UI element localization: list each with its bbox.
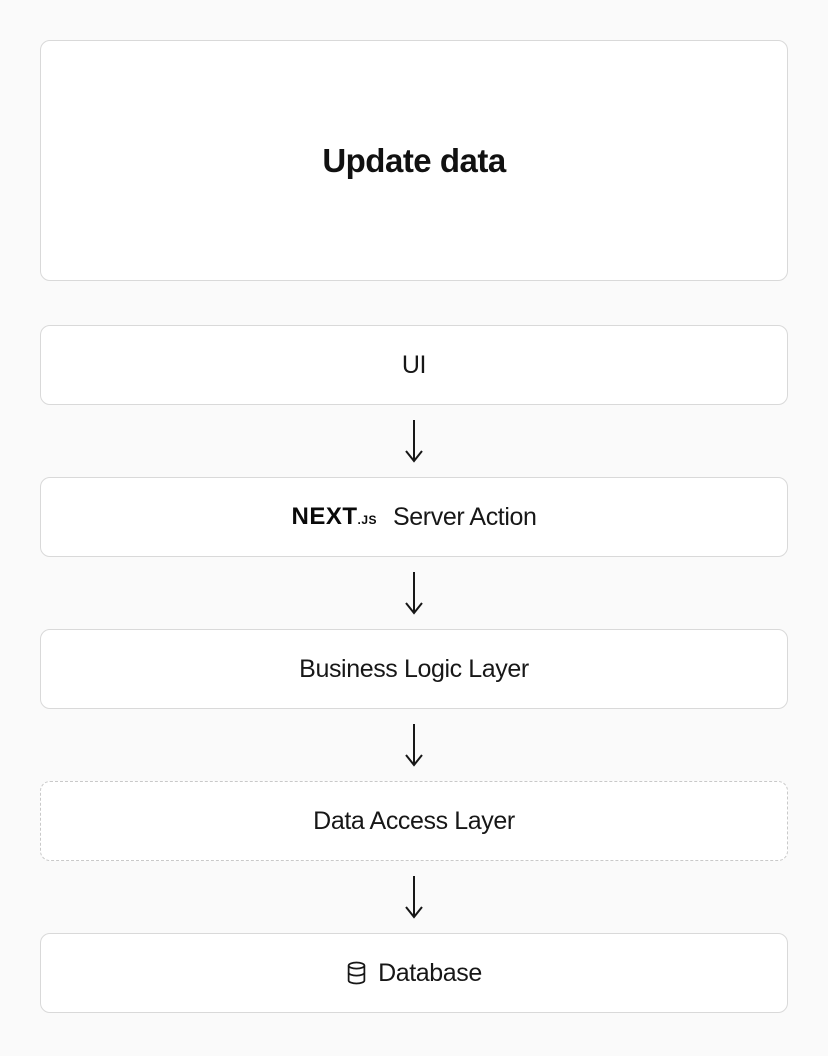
database-icon xyxy=(346,960,367,986)
arrow-down-icon xyxy=(405,420,423,463)
node-business-logic-label: Business Logic Layer xyxy=(299,654,529,683)
arrow-row xyxy=(40,861,788,933)
node-server-action: NEXT .JS Server Action xyxy=(40,477,788,557)
node-server-action-label: Server Action xyxy=(393,502,537,531)
node-business-logic: Business Logic Layer xyxy=(40,629,788,709)
node-data-access: Data Access Layer xyxy=(40,781,788,861)
arrow-down-icon xyxy=(405,724,423,767)
nextjs-logo-suffix: .JS xyxy=(357,513,378,527)
database-content: Database xyxy=(346,959,482,988)
node-ui: UI xyxy=(40,325,788,405)
server-action-content: NEXT .JS Server Action xyxy=(291,503,536,532)
arrow-row xyxy=(40,557,788,629)
nextjs-logo: NEXT .JS xyxy=(291,503,377,531)
node-database: Database xyxy=(40,933,788,1013)
arrow-row xyxy=(40,405,788,477)
node-ui-label: UI xyxy=(401,350,427,379)
node-database-label: Database xyxy=(378,958,482,987)
nextjs-logo-wordmark: NEXT xyxy=(291,503,358,530)
title-card: Update data xyxy=(40,40,788,281)
title-card-label: Update data xyxy=(322,141,506,179)
arrow-row xyxy=(40,709,788,781)
arrow-down-icon xyxy=(405,572,423,615)
arrow-down-icon xyxy=(405,876,423,919)
node-data-access-label: Data Access Layer xyxy=(313,806,515,835)
